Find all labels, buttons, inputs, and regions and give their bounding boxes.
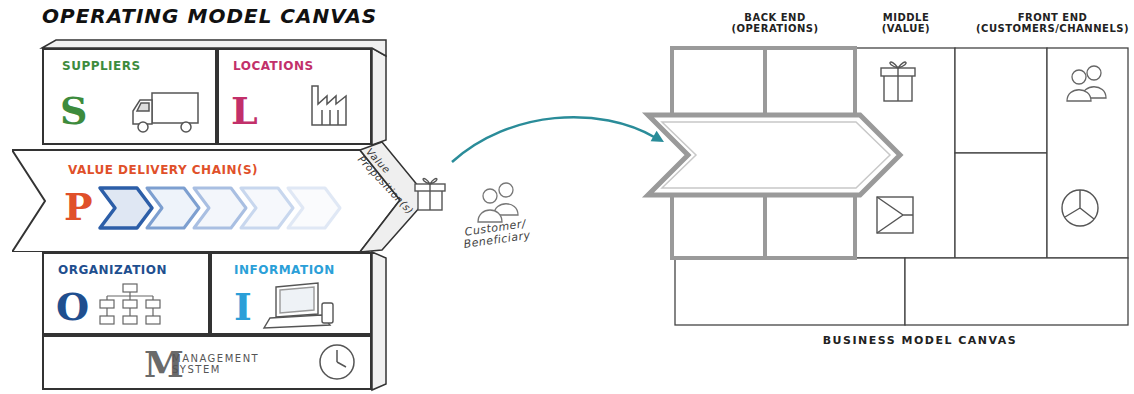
canvas-box: ORGANIZATION O <box>42 252 210 335</box>
org-lines <box>107 292 153 316</box>
person-head <box>1087 66 1101 80</box>
laptop-display <box>280 287 314 313</box>
factory-icon <box>312 86 346 125</box>
depth-face <box>372 252 386 390</box>
person-body <box>494 204 518 215</box>
factory-lines <box>322 110 338 125</box>
box-letter: I <box>234 286 252 328</box>
org-box <box>123 300 137 308</box>
section-header: BACK END (OPERATIONS) <box>725 12 825 34</box>
arrow-curve <box>452 117 656 162</box>
band-face <box>12 150 400 252</box>
canvas-box: LOCATIONS L <box>217 48 372 145</box>
box-letter: O <box>56 286 89 328</box>
band-heading: VALUE DELIVERY CHAIN(S) <box>68 164 258 177</box>
canvas-caption: BUSINESS MODEL CANVAS <box>790 335 1050 347</box>
truck-window <box>137 103 149 111</box>
pie-circle <box>1062 190 1098 226</box>
laptop-base <box>264 315 330 328</box>
gift-ribbon <box>429 184 430 210</box>
grid-cell <box>955 48 1047 153</box>
truck-cargo <box>152 93 198 123</box>
management-band: MMANAGEMENT SYSTEM <box>42 335 372 390</box>
channel-box <box>877 197 913 233</box>
grid-cell <box>905 258 1128 325</box>
gift-box <box>884 75 912 101</box>
bmc-pie-icon <box>1062 190 1098 226</box>
grid-cell <box>1047 48 1128 258</box>
band-letter: P <box>64 186 93 228</box>
org-box <box>100 316 114 324</box>
person-head <box>499 183 513 197</box>
truck-cab <box>133 100 152 124</box>
gift-bow <box>890 62 906 68</box>
arrow-head <box>651 131 664 142</box>
back-end-cell <box>765 48 855 115</box>
person-head <box>483 189 497 203</box>
phone <box>322 303 333 323</box>
business-model-grid <box>648 48 1128 325</box>
back-end-cell <box>765 195 855 258</box>
canvas-title: OPERATING MODEL CANVAS <box>42 5 377 27</box>
clock-face <box>320 345 354 379</box>
customer-icon <box>478 183 518 222</box>
org-box <box>100 300 114 308</box>
box-heading: INFORMATION <box>234 264 335 277</box>
org-box <box>146 300 160 308</box>
truck-wheel <box>181 122 191 132</box>
gift-bow <box>423 179 437 184</box>
section-header: MIDDLE (VALUE) <box>875 12 937 34</box>
clock-hands <box>337 350 346 367</box>
bmc-customer-icon <box>1067 66 1106 101</box>
mapping-arrow <box>452 117 664 162</box>
org-box <box>146 316 160 324</box>
band-heading: MANAGEMENT SYSTEM <box>172 353 292 375</box>
truck-wheel <box>138 122 148 132</box>
bmc-channel-icon <box>877 197 913 233</box>
back-end-cell <box>672 48 765 115</box>
clock-icon <box>320 345 354 379</box>
box-heading: ORGANIZATION <box>58 264 167 277</box>
bmc-gift-icon <box>881 62 915 101</box>
person-body <box>1067 90 1091 101</box>
person-body <box>478 210 502 222</box>
section-header: FRONT END (CUSTOMERS/CHANNELS) <box>970 12 1134 34</box>
factory-outline <box>312 86 346 125</box>
box-letter: S <box>60 90 87 132</box>
back-end-cell <box>672 195 765 258</box>
operations-chevron-inner <box>662 122 890 188</box>
person-head <box>1072 70 1086 84</box>
operations-chevron <box>648 115 900 195</box>
channel-lines <box>877 197 913 233</box>
org-chart-icon <box>100 284 160 324</box>
customer-label: Customer/ Beneficiary <box>455 217 538 252</box>
org-box <box>123 284 137 292</box>
grid-cell <box>675 258 905 325</box>
box-letter: L <box>231 90 258 132</box>
laptop-icon <box>264 283 333 328</box>
gift-ribbon <box>897 68 898 101</box>
laptop-screen <box>276 283 318 317</box>
depth-face <box>372 48 386 145</box>
box-heading: SUPPLIERS <box>62 60 141 73</box>
canvas-box: SUPPLIERS S <box>42 48 217 145</box>
org-box <box>123 316 137 324</box>
gift-lid <box>881 68 915 76</box>
grid-cell <box>955 153 1047 258</box>
person-body <box>1082 87 1106 98</box>
box-heading: LOCATIONS <box>233 60 314 73</box>
pie-slices <box>1065 190 1094 219</box>
truck-icon <box>133 93 198 132</box>
canvas-box: INFORMATION I <box>210 252 372 335</box>
